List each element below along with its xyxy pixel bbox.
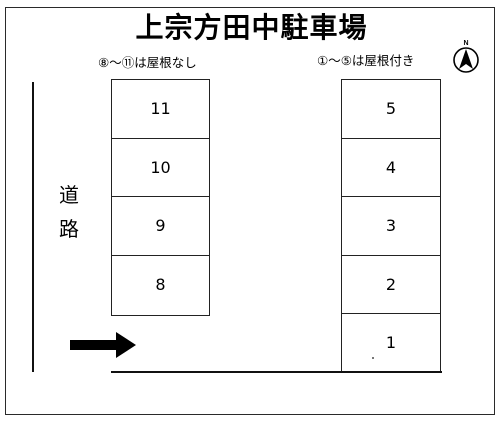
note-uncovered-spaces: ⑧～⑪は屋根なし [98, 55, 197, 70]
parking-space-8: 8 [112, 256, 209, 315]
parking-column-right: 5 4 3 2 1 [341, 79, 441, 373]
north-arrow-icon: N [450, 38, 482, 78]
space-number: 2 [385, 274, 397, 294]
space-number: 3 [385, 216, 397, 236]
lot-boundary-line [111, 371, 442, 373]
space-number: 10 [150, 157, 171, 177]
entrance-arrow-icon [68, 330, 138, 364]
space-number: 5 [385, 99, 397, 119]
parking-space-9: 9 [112, 197, 209, 256]
parking-column-left: 11 10 9 8 [111, 79, 210, 316]
space-number: 9 [155, 216, 166, 236]
space-number: 1 [385, 333, 397, 353]
road-edge-line [32, 82, 34, 372]
parking-space-5: 5 [342, 80, 440, 139]
note-covered-spaces: ①～⑤は屋根付き [317, 53, 415, 68]
parking-space-3: 3 [342, 197, 440, 256]
parking-space-4: 4 [342, 139, 440, 197]
road-label-char: 路 [59, 217, 79, 241]
road-label: 道 路 [58, 178, 80, 246]
parking-space-11: 11 [112, 80, 209, 139]
parking-space-1: 1 [342, 314, 440, 373]
map-frame [5, 7, 495, 415]
page-title: 上宗方田中駐車場 [135, 11, 368, 44]
compass-letter: N [463, 40, 468, 47]
parking-space-2: 2 [342, 256, 440, 314]
road-label-char: 道 [59, 183, 79, 207]
speck [372, 357, 374, 359]
space-number: 8 [155, 275, 166, 295]
space-number: 11 [150, 99, 171, 119]
space-number: 4 [385, 157, 397, 177]
parking-space-10: 10 [112, 139, 209, 197]
